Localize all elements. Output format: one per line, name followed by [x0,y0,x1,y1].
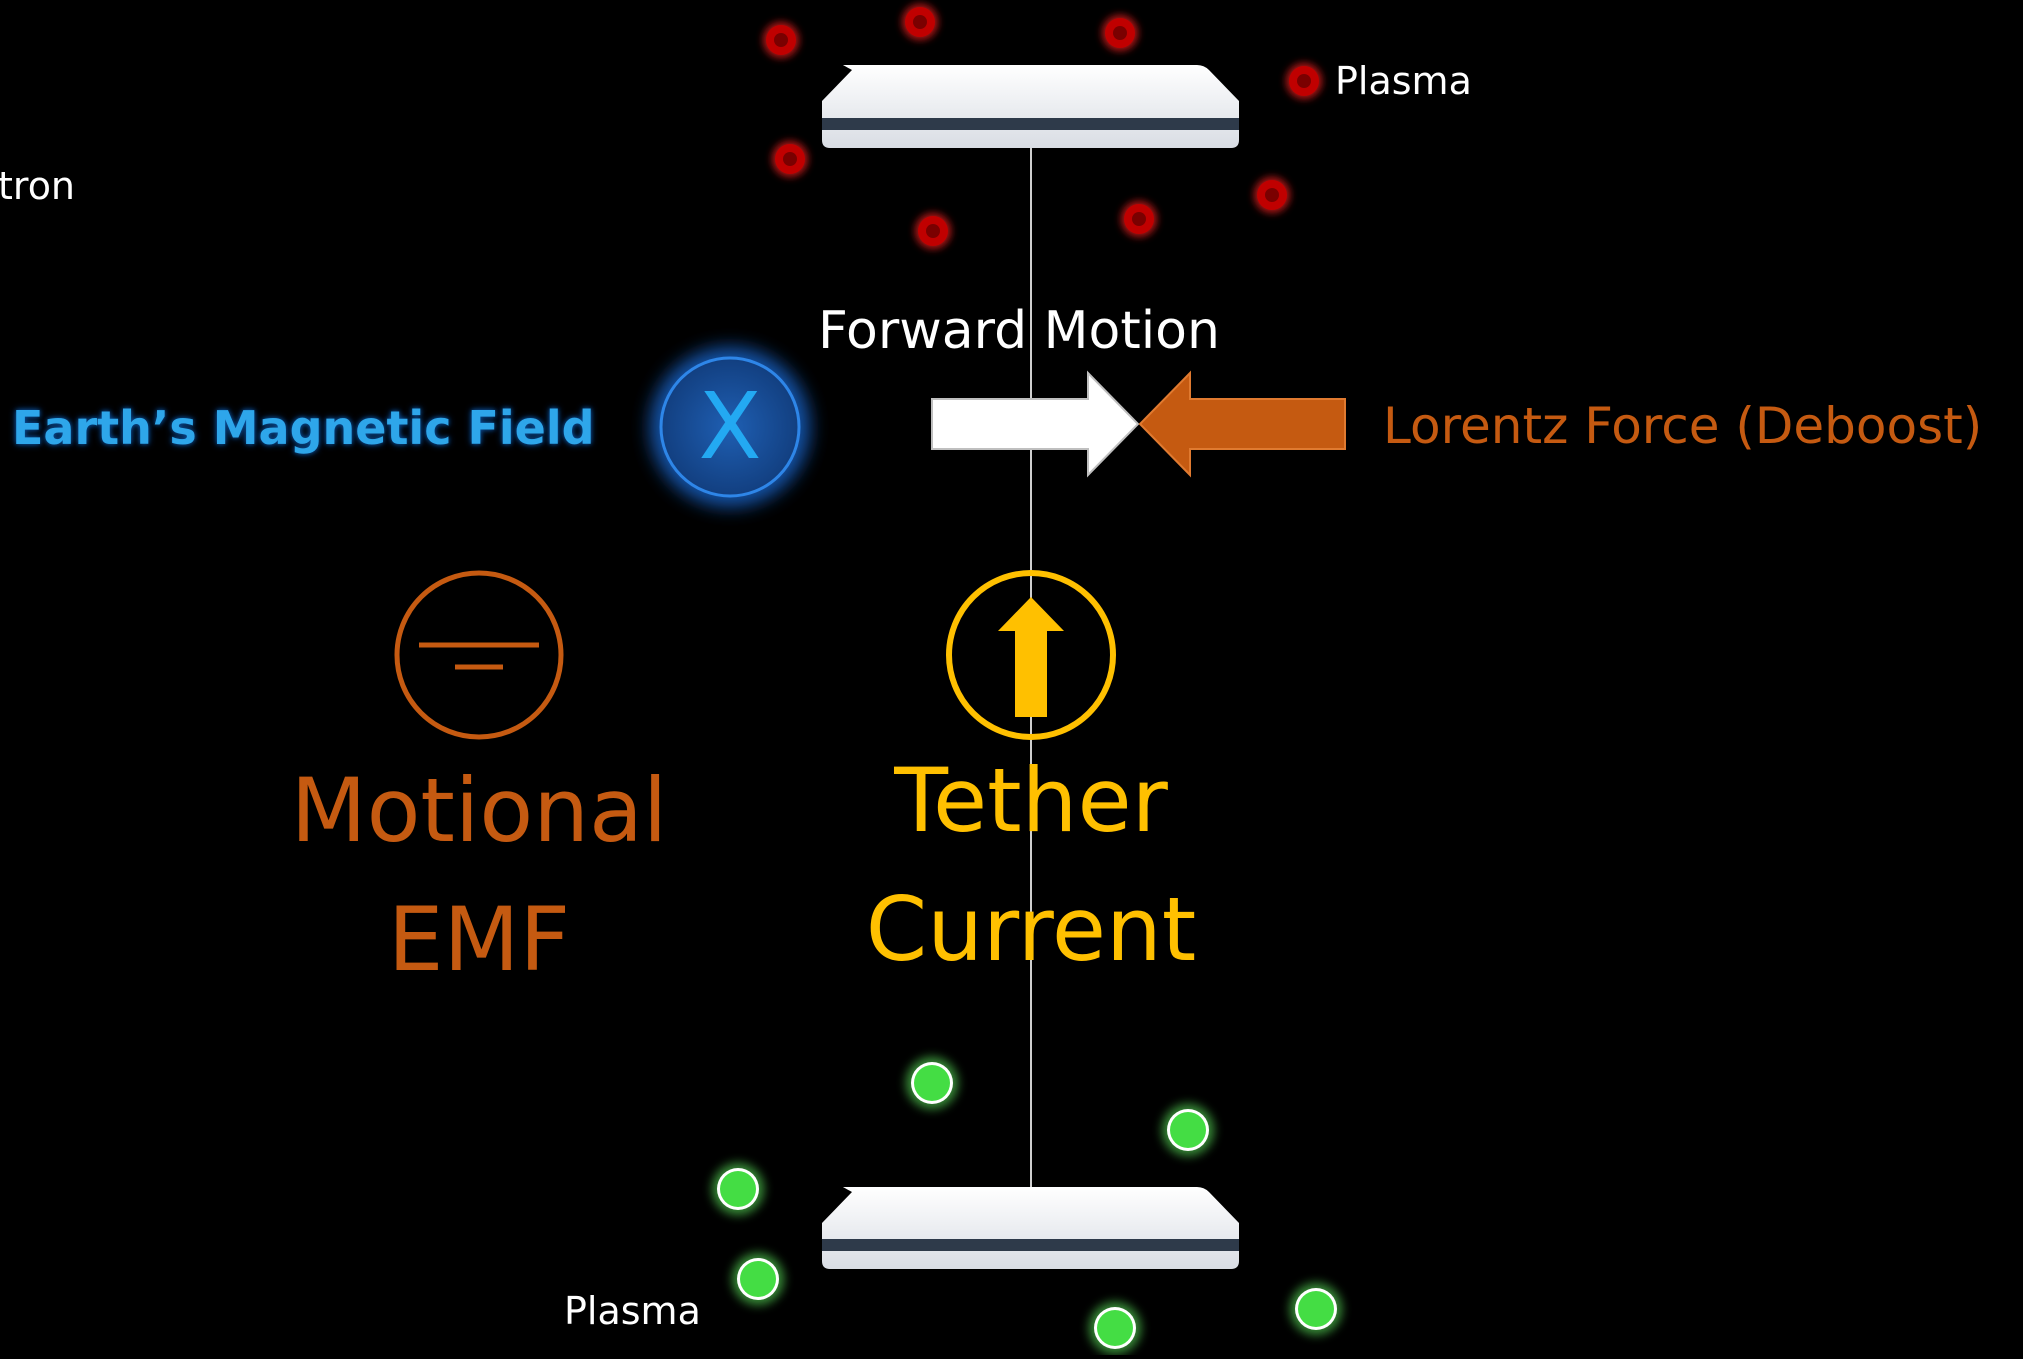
tether-current-label-line2: Current [865,878,1197,981]
plasma-particle-red [763,22,799,58]
plasma-particle-green [732,1253,784,1305]
top-endmass [822,65,1239,148]
into-page-x-icon [650,347,810,507]
plasma-particle-red [902,4,938,40]
plasma-particle-green [906,1057,958,1109]
plasma-electrons-top [763,4,1322,249]
plasma-particle-red [1254,177,1290,213]
plasma-particle-red [915,213,951,249]
plasma-particle-red [772,141,808,177]
plasma-particle-red [1121,201,1157,237]
lorentz-force-label: Lorentz Force (Deboost) [1383,397,1983,455]
plasma-ions-bottom [712,1057,1342,1354]
forward-motion-label: Forward Motion [818,301,1220,361]
plasma-label-bottom: Plasma [564,1289,701,1333]
plasma-particle-red [1286,63,1322,99]
lorentz-force-arrow [1138,370,1346,478]
up-arrow-circle-icon [946,570,1116,740]
tether-current-label-line1: Tether [894,749,1168,852]
plasma-particle-green [712,1163,764,1215]
plasma-particle-red [1102,15,1138,51]
field-symbol-letter: X [698,373,762,480]
plasma-particle-green [1162,1104,1214,1156]
earth-magnetic-field-label: Earth’s Magnetic Field [12,401,595,455]
motional-emf-label-line2: EMF [387,888,571,991]
forward-motion-arrow [931,370,1140,478]
motional-emf-label-line1: Motional [290,759,668,862]
electron-label-partial: tron [0,164,76,208]
plasma-particle-green [1089,1302,1141,1354]
ground-symbol-icon [394,570,564,740]
bottom-endmass [822,1187,1239,1269]
plasma-particle-green [1290,1283,1342,1335]
plasma-label-top: Plasma [1335,59,1472,103]
